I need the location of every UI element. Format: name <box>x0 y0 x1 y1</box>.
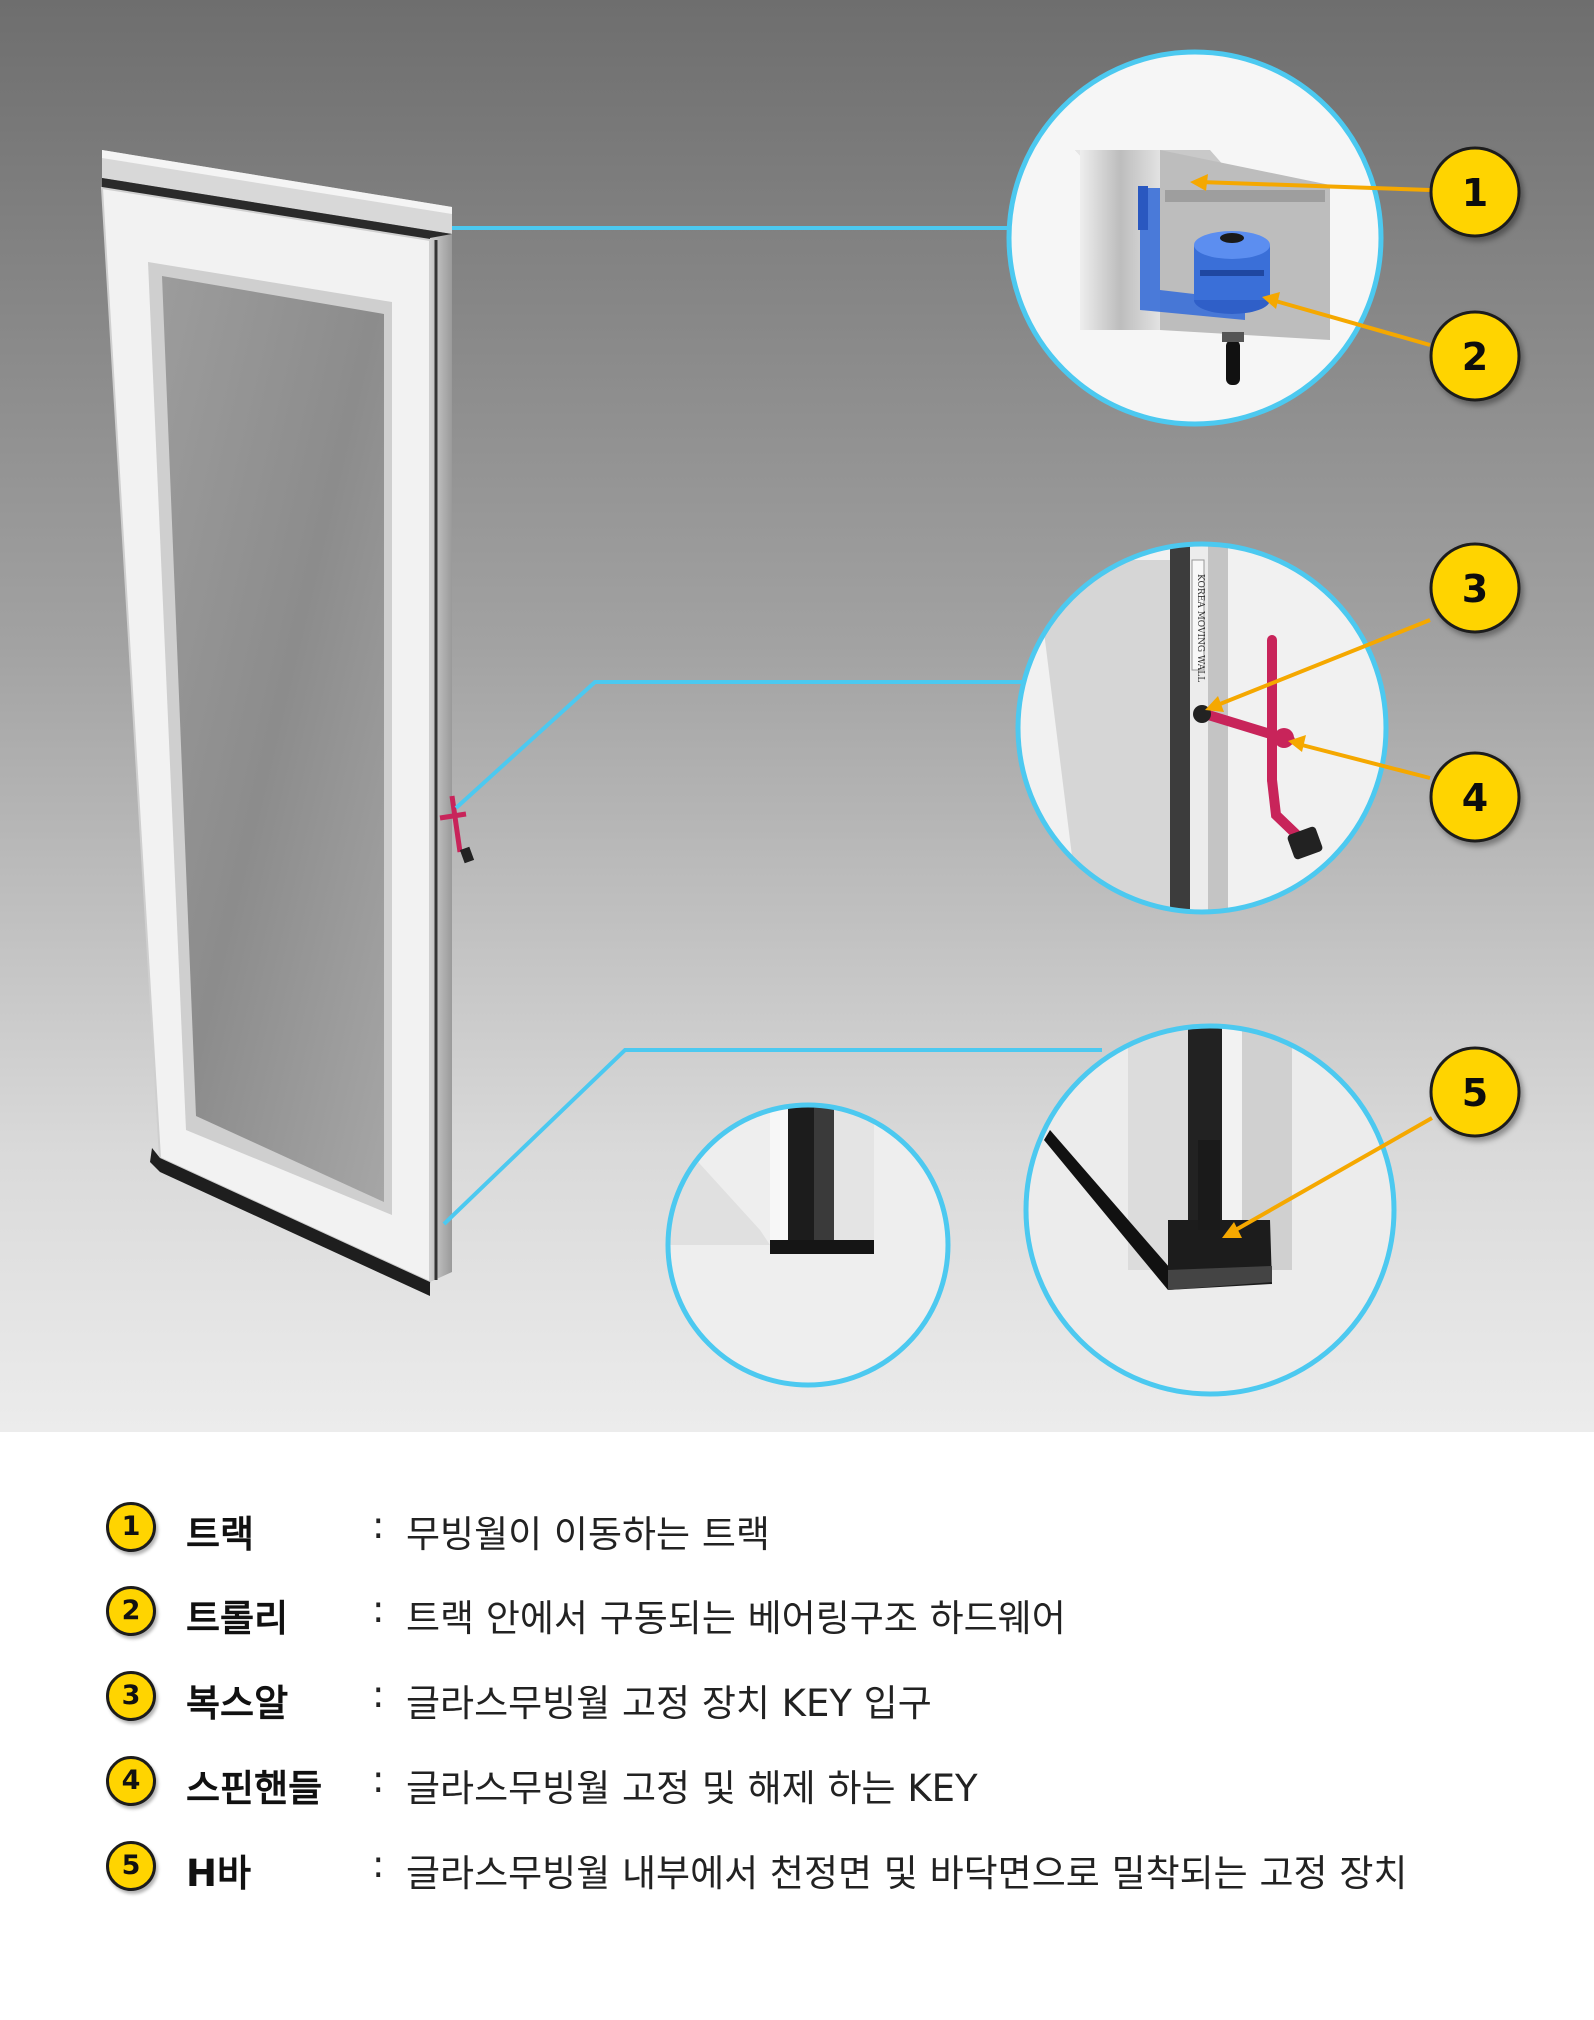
legend-colon: : <box>372 1673 385 1716</box>
detail-handle: KOREA MOVING WALL <box>1015 541 1389 915</box>
detail-hbar <box>1023 1023 1397 1397</box>
legend: 1 트랙 : 무빙월이 이동하는 트랙 2 트롤리 : 트랙 안에서 구동되는 … <box>0 1432 1594 2020</box>
callout-arrows <box>1190 174 1433 1238</box>
callout-badge-1: 1 <box>1429 146 1521 238</box>
detail-track <box>1006 49 1384 427</box>
callout-number-2: 2 <box>1462 335 1488 379</box>
legend-number: 1 <box>106 1502 156 1552</box>
legend-number: 5 <box>106 1841 156 1891</box>
legend-description: 무빙월이 이동하는 트랙 <box>406 1513 770 1556</box>
product-diagram: KOREA MOVING WALL <box>0 0 1594 1432</box>
callout-number-3: 3 <box>1462 567 1488 611</box>
legend-colon: : <box>372 1504 385 1547</box>
legend-number: 3 <box>106 1671 156 1721</box>
detail-bottom-corner <box>665 1102 951 1388</box>
legend-term: 트롤리 <box>186 1597 289 1640</box>
legend-description: 트랙 안에서 구동되는 베어링구조 하드웨어 <box>406 1597 1066 1640</box>
leader-lines <box>442 226 1102 1226</box>
legend-colon: : <box>372 1758 385 1801</box>
legend-description: 글라스무빙월 내부에서 천정면 및 바닥면으로 밀착되는 고정 장치 <box>406 1852 1408 1895</box>
callout-number-5: 5 <box>1462 1071 1488 1115</box>
legend-colon: : <box>372 1588 385 1631</box>
legend-number: 2 <box>106 1586 156 1636</box>
callout-number-4: 4 <box>1462 776 1488 820</box>
legend-number: 4 <box>106 1756 156 1806</box>
callout-badge-3: 3 <box>1429 542 1521 634</box>
callout-badge-2: 2 <box>1429 310 1521 402</box>
door-panel <box>100 150 475 1296</box>
legend-item-spin-handle: 4 스핀핸들 : 글라스무빙월 고정 및 해제 하는 KEY <box>106 1752 1546 1816</box>
legend-item-track: 1 트랙 : 무빙월이 이동하는 트랙 <box>106 1498 1546 1562</box>
legend-item-box-socket: 3 복스알 : 글라스무빙월 고정 장치 KEY 입구 <box>106 1667 1546 1731</box>
legend-term: H바 <box>186 1852 252 1895</box>
legend-term: 복스알 <box>186 1682 289 1725</box>
callout-number-1: 1 <box>1462 171 1488 215</box>
legend-description: 글라스무빙월 고정 및 해제 하는 KEY <box>406 1767 978 1810</box>
legend-term: 트랙 <box>186 1513 255 1556</box>
callout-badge-5: 5 <box>1429 1046 1521 1138</box>
legend-colon: : <box>372 1843 385 1886</box>
legend-term: 스핀핸들 <box>186 1767 323 1810</box>
legend-item-h-bar: 5 H바 : 글라스무빙월 내부에서 천정면 및 바닥면으로 밀착되는 고정 장… <box>106 1837 1546 1901</box>
hinge-label: KOREA MOVING WALL <box>1195 574 1205 682</box>
legend-description: 글라스무빙월 고정 장치 KEY 입구 <box>406 1682 932 1725</box>
legend-item-trolley: 2 트롤리 : 트랙 안에서 구동되는 베어링구조 하드웨어 <box>106 1582 1546 1646</box>
callout-badge-4: 4 <box>1429 751 1521 843</box>
